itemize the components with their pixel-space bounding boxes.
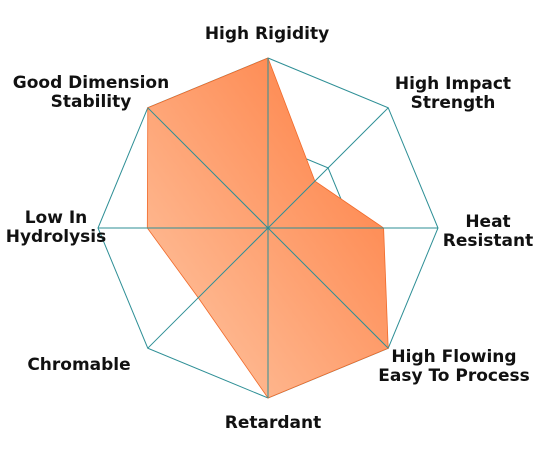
axis-label-line: High Impact [395, 74, 511, 94]
axis-label-line: Chromable [27, 355, 130, 375]
spoke-2 [267, 107, 389, 229]
radar-spokes [98, 58, 438, 398]
axis-label-line: High Rigidity [205, 24, 329, 44]
axis-label-5: Retardant [225, 413, 321, 433]
spoke-8 [147, 107, 269, 229]
axis-label-line: High Flowing [391, 347, 516, 367]
axis-label-line: Stability [51, 92, 132, 112]
axis-label-line: Heat [465, 212, 510, 232]
axis-label-line: Good Dimension [13, 73, 169, 93]
axis-label-line: Retardant [225, 413, 321, 433]
axis-label-line: Hydrolysis [6, 227, 107, 247]
axis-label-line: Strength [411, 93, 496, 113]
spoke-4 [267, 227, 389, 349]
axis-label-1: High Rigidity [205, 24, 329, 44]
axis-label-6: Chromable [27, 355, 130, 375]
axis-label-line: Resistant [443, 231, 534, 251]
axis-label-line: Low In [25, 208, 88, 228]
axis-label-line: Easy To Process [378, 366, 530, 386]
spoke-6 [147, 227, 269, 349]
